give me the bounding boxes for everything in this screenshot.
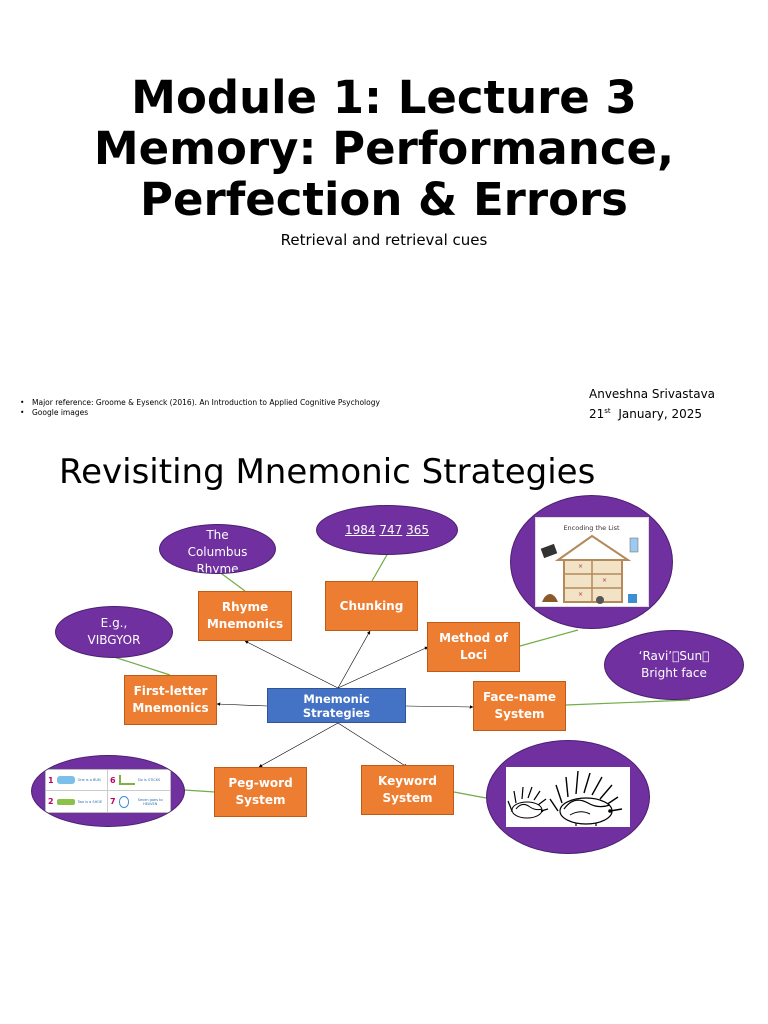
date-suffix: st — [604, 407, 611, 415]
reference-list: Major reference: Groome & Eysenck (2016)… — [20, 398, 380, 418]
peg-text: One is a BUN — [77, 778, 101, 782]
peg-cell: 7 Seven goes to HEAVEN — [108, 791, 170, 812]
peg-number: 1 — [48, 775, 54, 785]
link-pegword-table — [183, 789, 216, 793]
oval-ravi-sun: ‘Ravi’ Sun  Bright face — [604, 630, 744, 700]
oval-keyword-image — [486, 740, 650, 854]
link-loci-image — [519, 629, 579, 647]
peg-cell: 2 Two is a SHOE — [46, 791, 108, 812]
oval-loci-image: Encoding the List × × × — [510, 495, 673, 629]
oval-columbus-text: The Columbus Rhyme — [187, 527, 248, 574]
peg-text: Two is a SHOE — [77, 799, 103, 804]
title-line-3: Perfection & Errors — [140, 173, 628, 226]
oval-peg-word-table: 1 One is a BUN 6 Six is STICKS 2 Two is … — [31, 755, 185, 827]
reference-item: Google images — [20, 408, 380, 418]
lecture-date: 21st January, 2025 — [589, 403, 715, 423]
oval-chunking-numbers: 1984 747 365 — [316, 505, 458, 555]
link-chunking-numbers — [371, 552, 389, 582]
title-line-1: Module 1: Lecture 3 — [131, 71, 637, 124]
date-rest: January, 2025 — [618, 407, 702, 421]
oval-chunking-text: 1984 747 365 — [345, 522, 429, 539]
box-keyword-system: Keyword System — [361, 765, 454, 815]
bun-icon — [56, 776, 75, 784]
oval-ravi-text: ‘Ravi’ Sun  Bright face — [638, 649, 710, 680]
peg-cell: 1 One is a BUN — [46, 770, 108, 791]
author-block: Anveshna Srivastava 21st January, 2025 — [589, 386, 715, 423]
lecture-subtitle: Retrieval and retrieval cues — [280, 231, 488, 249]
author-name: Anveshna Srivastava — [589, 387, 716, 401]
peg-number: 2 — [48, 797, 54, 806]
chunk-part: 747 — [379, 522, 403, 537]
oval-columbus-rhyme: The Columbus Rhyme — [159, 524, 276, 574]
peg-text: Seven goes to HEAVEN — [137, 797, 163, 806]
arrow-to-rhyme — [244, 640, 339, 689]
link-facename-ravi — [565, 699, 691, 706]
box-peg-word-system: Peg-word System — [214, 767, 307, 817]
peg-number: 7 — [110, 797, 116, 806]
oval-vibgyor-text: E.g., VIBGYOR — [87, 616, 141, 647]
sticks-icon — [118, 775, 135, 785]
box-face-name-system: Face-name System — [473, 681, 566, 731]
mnemonic-strategies-slide: Revisiting Mnemonic Strategies Mnemonic … — [0, 440, 768, 1024]
arrow-to-chunking — [337, 630, 371, 689]
svg-text:×: × — [578, 591, 583, 598]
center-node-mnemonic-strategies: Mnemonic Strategies — [267, 688, 406, 723]
title-line-2: Memory: Performance, — [93, 122, 675, 175]
reference-item: Major reference: Groome & Eysenck (2016)… — [20, 398, 380, 408]
box-method-of-loci: Method of Loci — [427, 622, 520, 672]
arrow-to-peg-word — [258, 722, 339, 768]
connector-layer — [113, 552, 691, 799]
link-rhyme-columbus — [217, 570, 246, 592]
arrow-to-keyword — [337, 722, 408, 768]
arrow-to-face-name — [404, 705, 474, 709]
chunk-part: 365 — [406, 522, 429, 537]
loci-image-caption: Encoding the List — [563, 524, 620, 532]
house-icon: × × × — [540, 534, 638, 604]
title-slide: Module 1: Lecture 3 Memory: Performance,… — [0, 0, 768, 440]
chunk-part: 1984 — [344, 522, 376, 537]
arrow-to-first-letter — [216, 702, 268, 707]
peg-cell: 6 Six is STICKS — [108, 770, 170, 791]
oval-vibgyor: E.g., VIBGYOR — [55, 606, 173, 658]
peg-text: Six is STICKS — [137, 778, 161, 782]
box-first-letter-mnemonics: First-letter Mnemonics — [124, 675, 217, 725]
link-firstletter-vibgyor — [113, 656, 171, 676]
svg-text:×: × — [602, 577, 607, 584]
peg-number: 6 — [110, 775, 116, 785]
shoe-icon — [56, 798, 75, 805]
arrow-to-loci — [337, 646, 429, 689]
lecture-title: Module 1: Lecture 3 Memory: Performance,… — [0, 72, 768, 225]
link-keyword-hedgehog — [453, 791, 487, 799]
heaven-icon — [118, 795, 130, 808]
hedgehog-illustration — [506, 767, 630, 827]
house-illustration: Encoding the List × × × — [534, 517, 649, 607]
peg-word-table: 1 One is a BUN 6 Six is STICKS 2 Two is … — [45, 769, 171, 813]
hedgehog-icon — [507, 770, 623, 826]
svg-text:×: × — [578, 563, 583, 570]
slide-title: Revisiting Mnemonic Strategies — [59, 452, 596, 492]
box-chunking: Chunking — [325, 581, 418, 631]
date-day: 21 — [589, 407, 605, 421]
box-rhyme-mnemonics: Rhyme Mnemonics — [198, 591, 292, 641]
